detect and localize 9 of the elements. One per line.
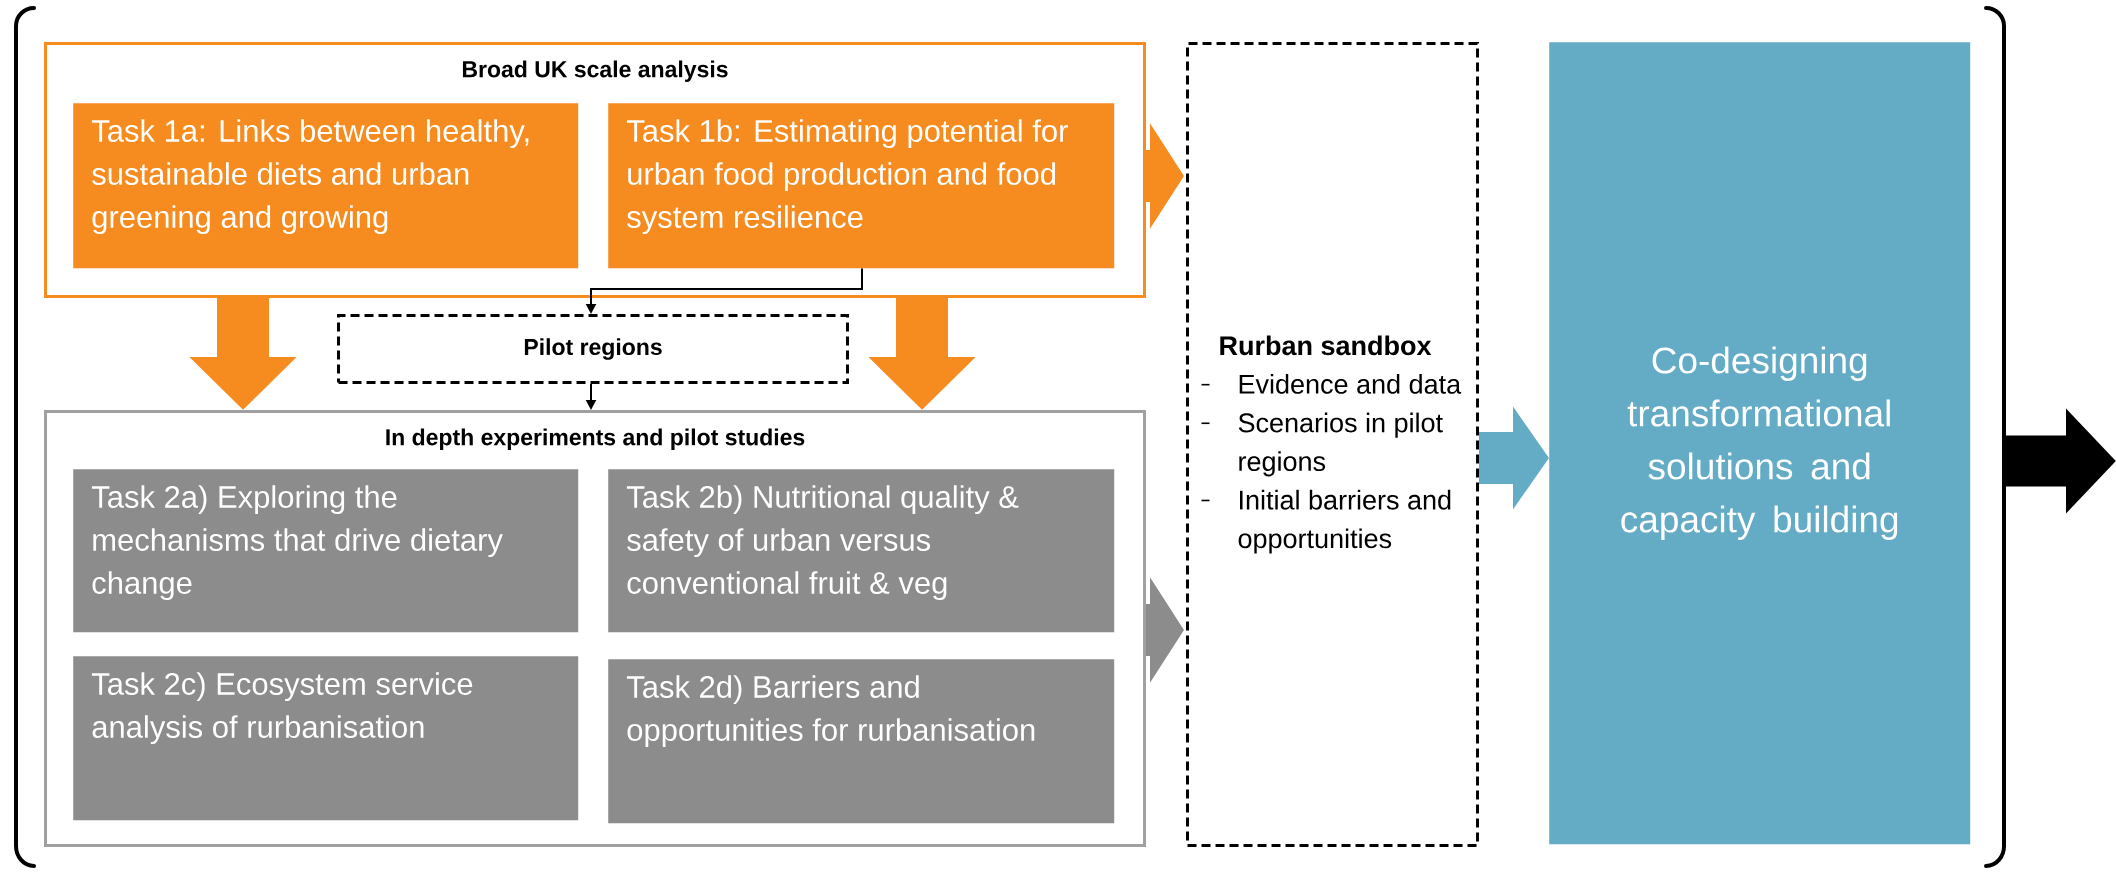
- dashed-box: Pilot regions: [337, 314, 849, 384]
- task-box: Task 2a) Exploring the mechanisms that drive dietary change: [73, 469, 579, 633]
- outcome-box: Co-designing transformational solutions and capacity building: [1549, 42, 1971, 845]
- task-box: Task 1a: Links between healthy, sustainable diets and urban greening and growing: [73, 103, 579, 269]
- task-box: Task 2d) Barriers and opportunities for rurbanisation: [608, 659, 1115, 824]
- task-box: Task 2b) Nutritional quality & safety of urban versus conventional fruit & veg: [608, 469, 1115, 633]
- task-box: Task 1b: Estimating potential for urban food production and food system resilience: [608, 103, 1115, 269]
- dashed-box: Rurban sandbox Evidence and data Scenarios in pilot regions Initial barriers and opportunities: [1186, 42, 1479, 847]
- task-box: Task 2c) Ecosystem service analysis of rurbanisation: [73, 656, 579, 821]
